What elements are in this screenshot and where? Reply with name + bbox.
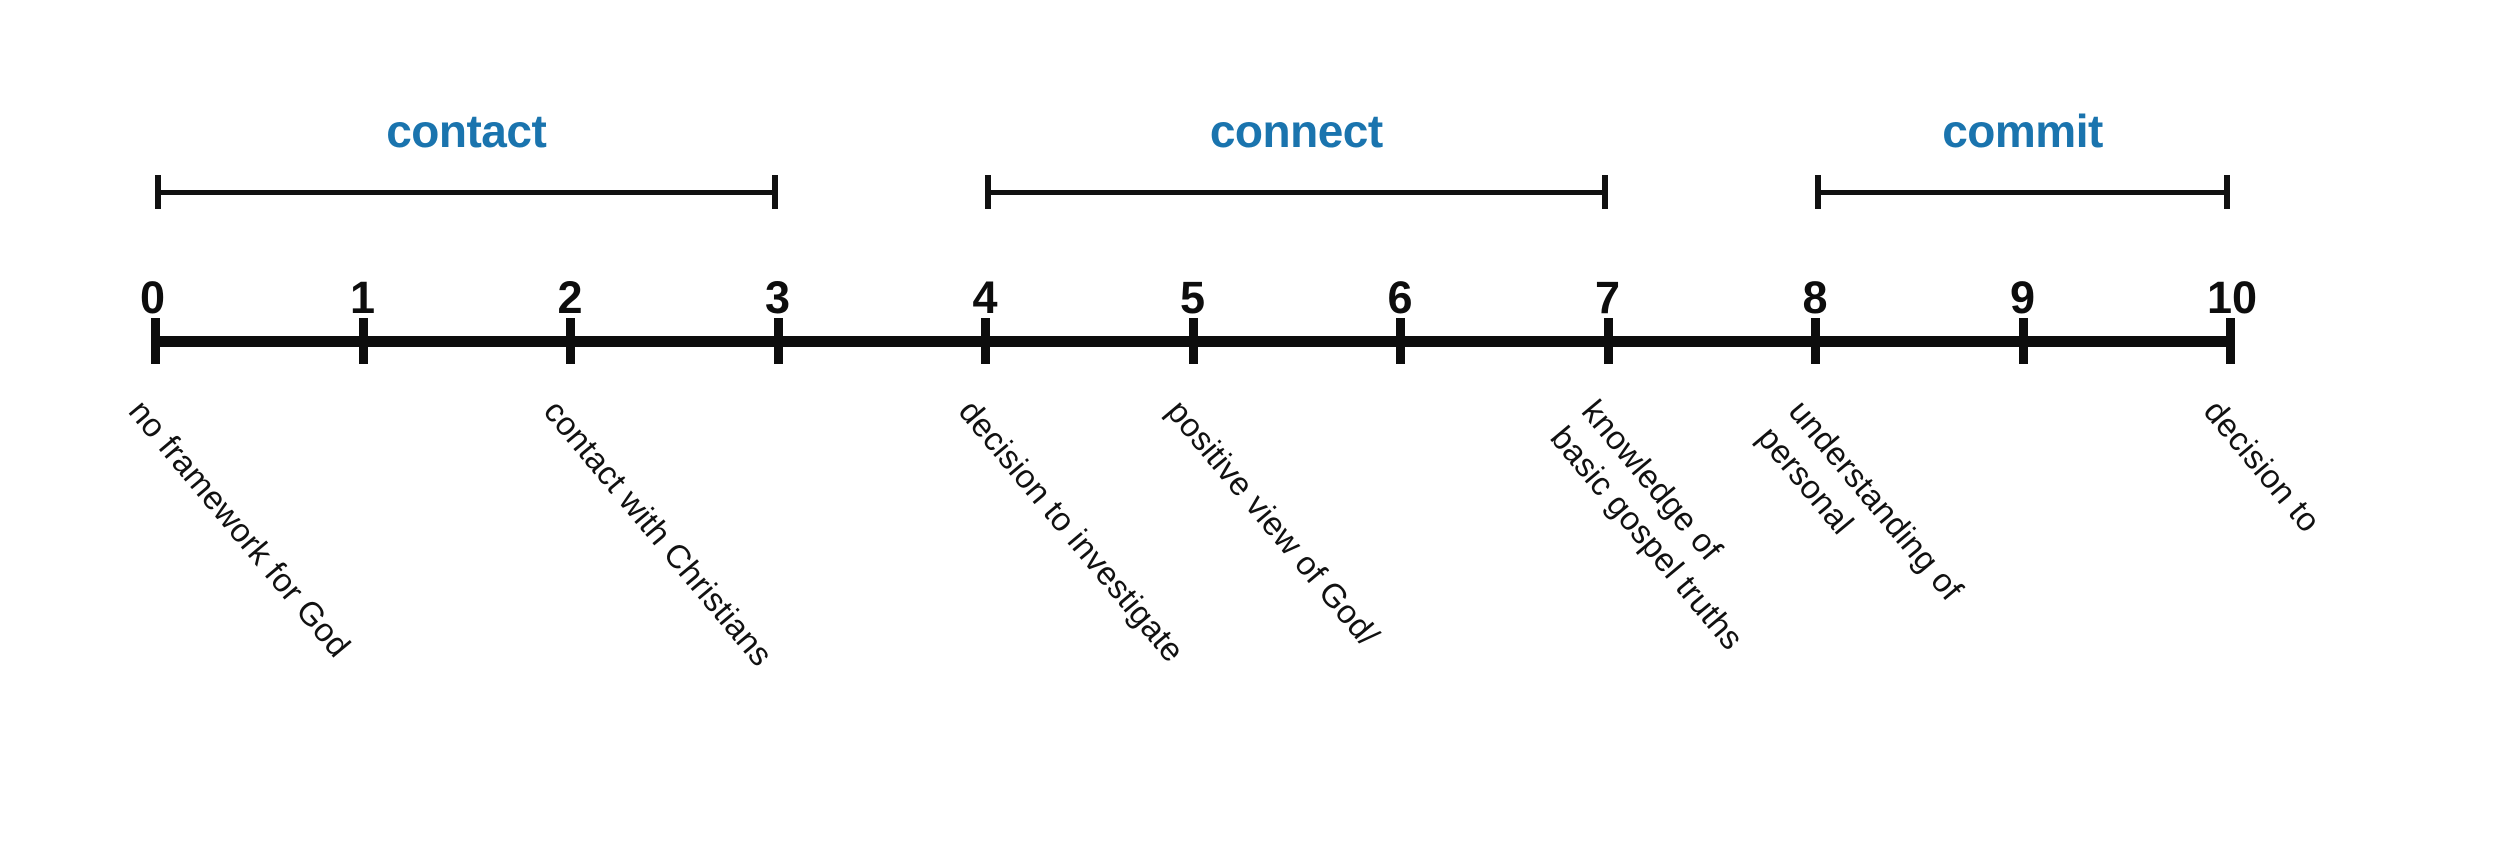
descriptor-line: positive view of God/	[1159, 392, 1387, 653]
number-line-axis	[151, 318, 2235, 364]
axis-number-4: 4	[972, 272, 998, 323]
descriptor-label-10: decision to	[2195, 392, 2329, 541]
axis-number-0: 0	[139, 272, 166, 323]
section-bracket-commit	[1815, 175, 2230, 209]
bracket-bar	[1815, 190, 2230, 195]
bracket-cap-right	[771, 175, 778, 209]
descriptor-label-5: positive view of God/	[1157, 392, 1387, 655]
axis-number-3: 3	[764, 272, 791, 323]
section-label-commit: commit	[1942, 105, 2103, 157]
descriptor-line: decision to	[2196, 392, 2329, 539]
descriptor-line: no framework for God	[121, 392, 358, 664]
axis-tick-6	[1396, 318, 1405, 364]
bracket-cap-right	[2224, 175, 2230, 209]
axis-number-6: 6	[1387, 272, 1413, 323]
axis-number-9: 9	[2009, 272, 2036, 323]
section-bracket-contact	[155, 175, 778, 209]
axis-tick-5	[1188, 318, 1198, 364]
axis-tick-8	[1811, 318, 1820, 364]
descriptor-label-2: contact with Christians	[535, 392, 781, 675]
descriptor-label-4: decision to investigate	[950, 392, 1193, 671]
section-label-connect: connect	[1209, 105, 1383, 157]
axis-tick-10	[2226, 318, 2235, 364]
axis-tick-4	[981, 318, 990, 364]
descriptor-line: contact with Christians	[536, 392, 781, 673]
axis-number-1: 1	[349, 272, 376, 323]
bracket-cap-right	[1601, 175, 1608, 209]
bracket-bar	[155, 190, 778, 195]
axis-tick-1	[358, 318, 368, 364]
axis-number-2: 2	[557, 272, 583, 323]
descriptor-label-0: no framework for God	[120, 392, 359, 666]
axis-number-5: 5	[1179, 272, 1206, 323]
axis-number-7: 7	[1594, 272, 1621, 323]
section-label-contact: contact	[386, 105, 547, 157]
axis-tick-3	[773, 318, 783, 364]
bracket-bar	[985, 190, 1608, 195]
descriptor-line: decision to investigate	[951, 392, 1192, 669]
section-bracket-connect	[985, 175, 1608, 209]
axis-tick-9	[2018, 318, 2028, 364]
section-contact: contact	[155, 0, 778, 220]
axis-tick-0	[151, 318, 160, 364]
section-connect: connect	[985, 0, 1608, 220]
axis-tick-7	[1603, 318, 1613, 364]
section-commit: commit	[1815, 0, 2230, 220]
axis-tick-2	[566, 318, 575, 364]
axis-number-10: 10	[2206, 272, 2258, 323]
axis-number-8: 8	[1802, 272, 1828, 323]
